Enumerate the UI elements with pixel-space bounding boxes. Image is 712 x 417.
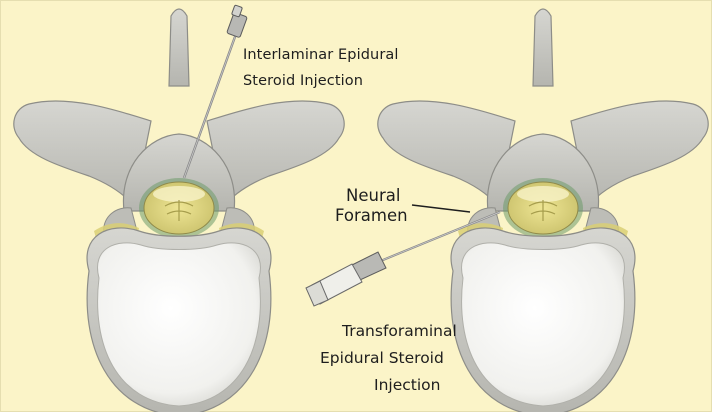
interlaminar-label-line1: Interlaminar Epidural <box>243 48 399 63</box>
transforaminal-label-line1: Transforaminal <box>342 324 457 340</box>
interlaminar-label-line2: Steroid Injection <box>243 74 363 89</box>
transforaminal-label-line2: Epidural Steroid <box>320 351 444 367</box>
neural-foramen-label-line1: Neural <box>346 188 400 205</box>
transforaminal-label-line3: Injection <box>374 378 440 394</box>
neural-foramen-label-line2: Foramen <box>335 208 408 225</box>
